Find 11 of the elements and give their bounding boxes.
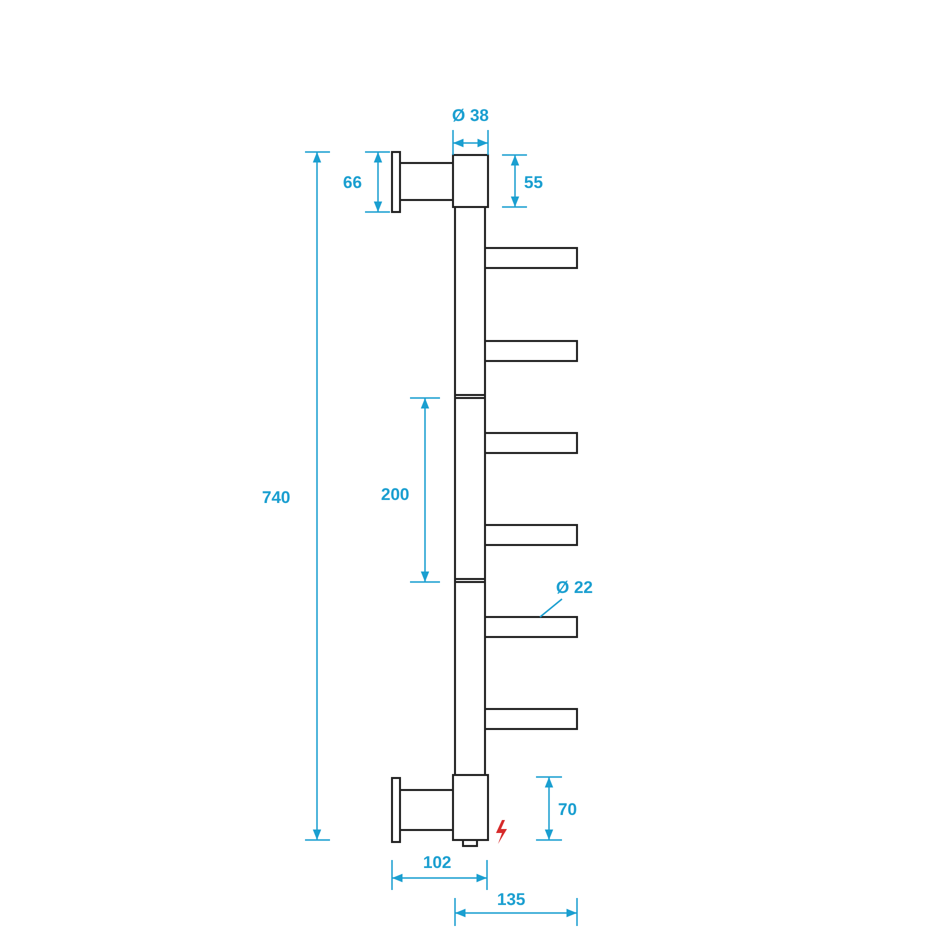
dimension-label: 200: [381, 485, 410, 505]
dimension-label: 66: [343, 173, 362, 193]
dimension-label: 740: [262, 488, 290, 508]
leader-line: [540, 598, 562, 618]
dimension-label: 102: [423, 853, 452, 873]
dimension-label: 70: [558, 800, 577, 820]
rail-bar: [484, 616, 578, 638]
dimension-label: Ø 22: [556, 578, 593, 598]
dimension-label: 135: [497, 890, 526, 910]
dimension-label: Ø 38: [452, 106, 489, 126]
dimension-label: 55: [524, 173, 543, 193]
